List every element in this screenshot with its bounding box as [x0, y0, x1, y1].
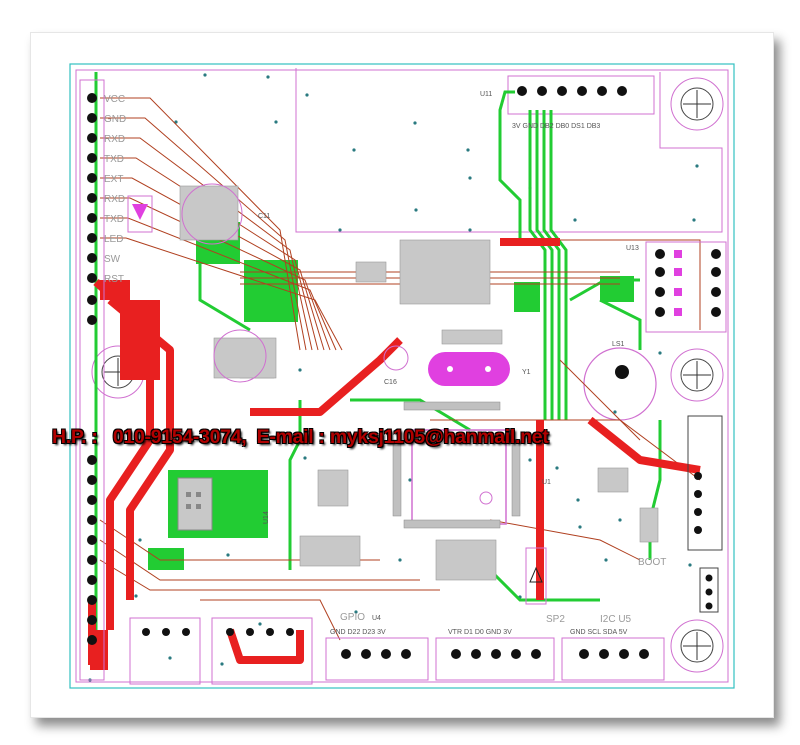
lcd-footprint — [295, 68, 723, 233]
u1-label: U1 — [542, 479, 551, 486]
right-vertical-header — [687, 415, 723, 551]
bottom-connectors — [129, 617, 665, 685]
u13-connector — [645, 241, 727, 333]
y1-label: Y1 — [522, 369, 531, 376]
left-header — [79, 79, 105, 681]
i2c-u5-label: I2C U5 — [600, 614, 632, 625]
silk-outline — [75, 69, 729, 683]
hdr-label-3: TXD — [104, 154, 124, 165]
capacitor-footprint — [213, 329, 267, 383]
contact-watermark: H.P. : 010-9154-3074, E-mail : myksj1105… — [52, 426, 549, 449]
sp2-label: SP2 — [546, 614, 565, 625]
hdr-label-7: LED — [104, 234, 123, 245]
u4-label: U4 — [372, 615, 381, 622]
hdr-label-8: SW — [104, 254, 121, 265]
via-field — [88, 73, 699, 682]
u11-label: U11 — [480, 91, 492, 98]
hdr-label-6: TXD — [104, 214, 124, 225]
sp2-pin-labels: VTR D1 D0 GND 3V — [448, 629, 512, 636]
smd-components — [179, 185, 659, 581]
u1-pin1-mark — [479, 491, 493, 505]
phone-number: 010-9154-3074, — [112, 426, 247, 448]
bottom-connector-pads — [142, 628, 649, 659]
c16-capacitor — [383, 345, 409, 371]
boot-label: BOOT — [638, 557, 666, 568]
u1-pins — [392, 401, 521, 529]
u11-header — [507, 75, 655, 115]
c16-label: C16 — [384, 379, 397, 386]
u13-pads — [655, 249, 721, 317]
hdr-label-0: VCC — [104, 94, 125, 105]
hdr-label-4: EXT — [104, 174, 123, 185]
hdr-label-2: RXD — [104, 134, 125, 145]
u11-pin-labels: 3V GND DB2 DB0 DS1 DB3 — [512, 123, 600, 130]
diode-footprints — [127, 195, 547, 605]
buzzer-pad — [615, 365, 629, 379]
u14-label: U14 — [263, 511, 270, 524]
i2c-pin-labels: GND SCL SDA 5V — [570, 629, 628, 636]
gpio-pin-labels: GND D22 D23 3V — [330, 629, 386, 636]
c11-label: C11 — [258, 213, 270, 220]
u13-label: U13 — [626, 245, 639, 252]
email-label: E-mail — [256, 426, 314, 448]
hdr-label-1: GND — [104, 114, 126, 125]
u14-regulator — [177, 477, 213, 531]
gpio-label: GPIO — [340, 612, 365, 623]
left-header-pads — [87, 93, 97, 645]
email-separator: : — [318, 426, 326, 448]
left-header-labels: VCC GND RXD TXD EXT RXD TXD LED SW RST — [104, 94, 126, 285]
hp-separator: : — [91, 426, 98, 448]
email-address: myksj1105@hanmail.net — [329, 426, 549, 448]
y1-crystal — [428, 352, 510, 386]
hdr-label-9: RST — [104, 274, 124, 285]
hdr-label-5: RXD — [104, 194, 125, 205]
ls1-label: LS1 — [612, 341, 625, 348]
c11-capacitor — [181, 183, 243, 245]
hp-label: H.P. — [52, 426, 87, 448]
u11-pads — [517, 86, 627, 96]
